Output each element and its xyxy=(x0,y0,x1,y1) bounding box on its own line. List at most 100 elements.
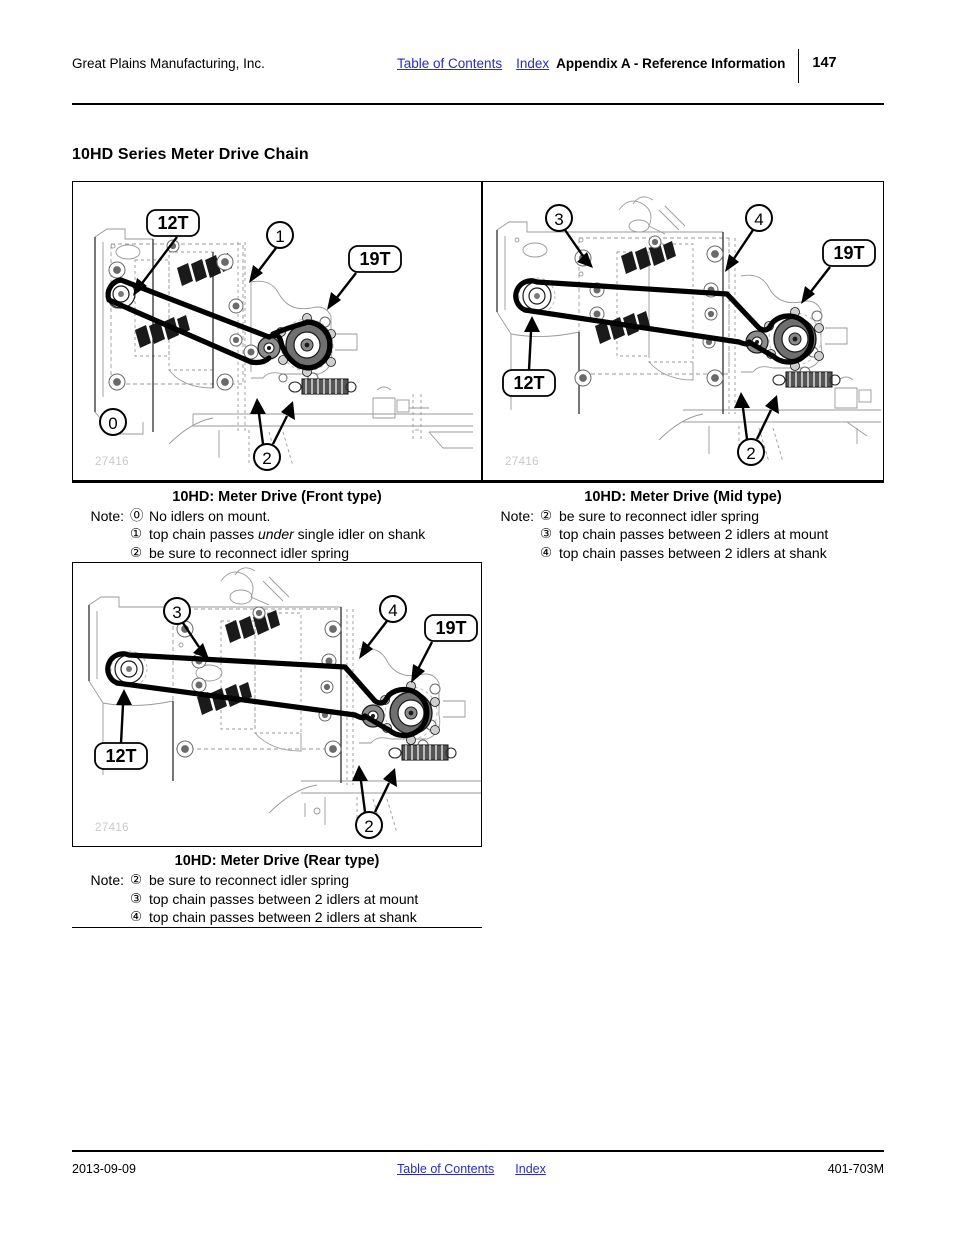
figure-caption-front: 10HD: Meter Drive (Front type) xyxy=(172,488,382,505)
note-item: ② be sure to reconnect idler spring xyxy=(72,544,482,563)
note-text: be sure to reconnect idler spring xyxy=(149,872,349,889)
note-text: top chain passes between 2 idlers at sha… xyxy=(149,909,417,926)
note-marker: ① xyxy=(130,526,143,542)
note-item: ③ top chain passes between 2 idlers at m… xyxy=(482,525,884,544)
svg-text:12T: 12T xyxy=(105,746,136,766)
callout-19t-front: 19T xyxy=(327,245,402,310)
note-item: ① top chain passes under single idler on… xyxy=(72,525,482,544)
note-marker: ⓪ xyxy=(130,507,144,523)
figure-grid: 12T 1 xyxy=(72,181,884,929)
figure-image-number: 27416 xyxy=(505,456,539,468)
callout-3-rear: 3 xyxy=(163,597,209,660)
header-appendix-title: Appendix A - Reference Information xyxy=(556,55,786,71)
svg-text:12T: 12T xyxy=(513,373,544,393)
callout-19t-rear: 19T xyxy=(411,614,478,684)
page-number: 147 xyxy=(812,55,837,71)
header-rule xyxy=(72,103,884,105)
notes-front: Note: ⓪ No idlers on mount. ① top chain … xyxy=(72,507,482,563)
note-text-before: top chain passes xyxy=(149,526,258,543)
figure-row-1: 12T 1 xyxy=(72,181,884,481)
svg-text:4: 4 xyxy=(754,210,763,229)
note-marker: ③ xyxy=(130,890,143,906)
footer-navigation: Table of Contents Index xyxy=(397,1162,546,1176)
caption-row-1: 10HD: Meter Drive (Front type) Note: ⓪ N… xyxy=(72,483,884,563)
callout-2-rear: 2 xyxy=(352,765,397,840)
note-marker: ④ xyxy=(540,544,553,560)
note-text-after: single idler on shank xyxy=(293,526,426,543)
meter-drive-rear-drawing: 3 4 19T xyxy=(88,567,481,840)
callout-4-mid: 4 xyxy=(725,204,773,272)
note-marker: ② xyxy=(130,544,143,560)
note-text: No idlers on mount. xyxy=(149,507,271,524)
svg-text:2: 2 xyxy=(746,444,755,463)
footer-document-code: 401-703M xyxy=(827,1162,884,1176)
caption-block-front: 10HD: Meter Drive (Front type) Note: ⓪ N… xyxy=(72,483,482,563)
svg-text:0: 0 xyxy=(108,414,117,433)
callout-12t-rear: 12T xyxy=(94,689,148,770)
note-marker: ③ xyxy=(540,526,553,542)
figure-cell-rear: 3 4 19T xyxy=(72,562,482,848)
note-text: be sure to reconnect idler spring xyxy=(149,544,349,561)
page-header: Great Plains Manufacturing, Inc. Table o… xyxy=(72,48,884,83)
caption-block-mid: 10HD: Meter Drive (Mid type) Note: ② be … xyxy=(482,483,884,563)
company-name: Great Plains Manufacturing, Inc. xyxy=(72,55,265,71)
header-navigation: Table of Contents Index Appendix A - Ref… xyxy=(397,48,837,83)
callout-2-mid: 2 xyxy=(734,392,779,466)
figure-caption-rear: 10HD: Meter Drive (Rear type) xyxy=(174,853,380,870)
header-index-link[interactable]: Index xyxy=(516,55,550,71)
meter-drive-front-drawing: 12T 1 xyxy=(94,209,473,471)
page-footer: 2013-09-09 Table of Contents Index 401-7… xyxy=(72,1162,884,1184)
note-marker: ④ xyxy=(130,909,143,925)
callout-12t-mid: 12T xyxy=(502,316,556,397)
figure-caption-mid: 10HD: Meter Drive (Mid type) xyxy=(584,488,782,505)
figure-rear-type: 3 4 19T xyxy=(72,562,482,848)
footer-rule xyxy=(72,1150,884,1152)
callout-0-front: 0 xyxy=(99,408,127,436)
note-label: Note: xyxy=(500,507,534,524)
svg-text:3: 3 xyxy=(554,210,563,229)
note-item: Note: ⓪ No idlers on mount. xyxy=(72,507,482,526)
note-item: Note: ② be sure to reconnect idler sprin… xyxy=(482,507,884,526)
notes-mid: Note: ② be sure to reconnect idler sprin… xyxy=(482,507,884,563)
svg-text:4: 4 xyxy=(388,601,397,620)
footer-table-of-contents-link[interactable]: Table of Contents xyxy=(397,1162,495,1176)
svg-text:3: 3 xyxy=(172,603,181,622)
note-label: Note: xyxy=(90,507,124,524)
note-marker: ② xyxy=(540,507,553,523)
figure-mid-type: 3 4 19T xyxy=(482,181,884,481)
figure-cell-mid: 3 4 19T xyxy=(482,181,884,481)
figure-cell-front: 12T 1 xyxy=(72,181,482,481)
note-item: Note: ② be sure to reconnect idler sprin… xyxy=(72,871,482,890)
callout-12t-front: 12T xyxy=(133,209,200,296)
callout-3-mid: 3 xyxy=(545,204,593,268)
figure-row-2: 3 4 19T xyxy=(72,562,884,848)
footer-index-link[interactable]: Index xyxy=(515,1162,546,1176)
caption-block-rear: 10HD: Meter Drive (Rear type) Note: ② be… xyxy=(72,847,482,927)
header-divider xyxy=(798,49,800,83)
meter-drive-mid-drawing: 3 4 19T xyxy=(496,196,881,466)
note-text: top chain passes between 2 idlers at mou… xyxy=(559,526,829,543)
svg-text:19T: 19T xyxy=(359,249,390,269)
figure-image-number: 27416 xyxy=(95,456,129,468)
note-text-emphasis: under xyxy=(257,526,294,543)
note-text: top chain passes under single idler on s… xyxy=(149,525,482,544)
note-marker: ② xyxy=(130,872,143,888)
callout-1-front: 1 xyxy=(249,221,294,283)
note-text: be sure to reconnect idler spring xyxy=(559,507,759,524)
svg-text:19T: 19T xyxy=(435,618,466,638)
callout-4-rear: 4 xyxy=(359,595,407,660)
svg-text:1: 1 xyxy=(275,227,284,246)
note-text: top chain passes between 2 idlers at mou… xyxy=(149,890,419,907)
caption-row-2: 10HD: Meter Drive (Rear type) Note: ② be… xyxy=(72,847,884,927)
callout-19t-mid: 19T xyxy=(801,239,876,304)
note-text: top chain passes between 2 idlers at sha… xyxy=(559,544,827,561)
note-item: ④ top chain passes between 2 idlers at s… xyxy=(72,908,482,927)
figure-front-type: 12T 1 xyxy=(72,181,482,481)
svg-text:2: 2 xyxy=(364,817,373,836)
header-table-of-contents-link[interactable]: Table of Contents xyxy=(397,55,503,71)
note-label: Note: xyxy=(90,872,124,889)
figure-row-1-rule xyxy=(72,481,884,483)
figure-image-number: 27416 xyxy=(95,822,129,835)
svg-text:19T: 19T xyxy=(833,243,864,263)
